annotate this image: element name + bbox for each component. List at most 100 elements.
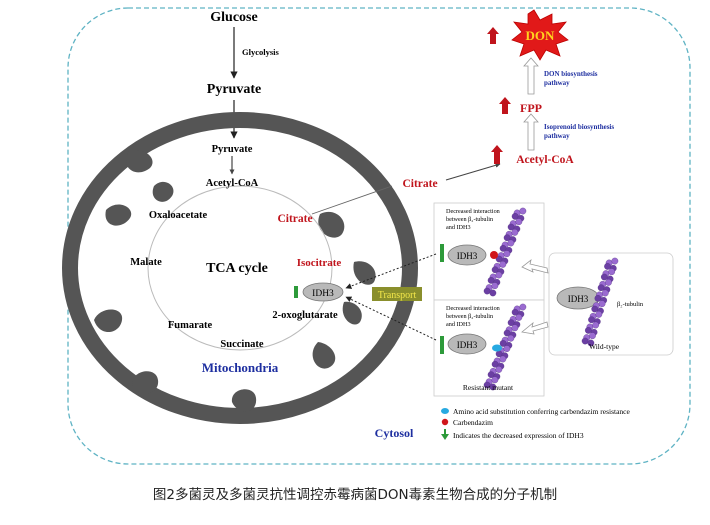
isoprenoid-line-1: Isoprenoid biosynthesis	[544, 123, 614, 131]
tubulin-bead	[519, 207, 527, 215]
transport-label: Transport	[378, 290, 417, 301]
tubulin-bead	[499, 355, 507, 363]
bottom-panel-title-line-1: Decreased interaction	[446, 305, 500, 312]
tubulin-bead	[581, 337, 589, 345]
legend-carbendazim-icon	[441, 418, 449, 426]
bottom-panel-title: Decreased interaction between β₂-tubulin…	[446, 305, 501, 328]
tubulin-bead	[487, 277, 495, 284]
don-pathway-label: DON biosynthesis pathway	[544, 70, 599, 87]
citrate-inner-label: Citrate	[277, 213, 312, 225]
isoprenoid-hollow-arrow-icon	[523, 113, 539, 151]
top-panel-title-line-3: and IDH3	[446, 224, 471, 231]
don-starburst-icon	[511, 9, 569, 61]
tubulin-bead	[600, 273, 608, 281]
don-pathway-line-1: DON biosynthesis	[544, 70, 598, 78]
top-panel-title-line-1: Decreased interaction	[446, 208, 500, 215]
bottom-green-arrow-icon	[440, 336, 444, 354]
tubulin-bead	[499, 261, 507, 268]
succinate-label: Succinate	[220, 339, 264, 350]
tubulin-bead	[483, 287, 491, 295]
tubulin-bead	[515, 218, 523, 226]
tubulin-bead	[589, 332, 596, 340]
isoprenoid-line-2: pathway	[544, 132, 570, 140]
tubulin-bead	[499, 245, 507, 252]
tubulin-bead	[597, 284, 605, 292]
tubulin-bead	[519, 303, 527, 311]
tubulin-bead	[511, 213, 519, 220]
oxaloacetate-label: Oxaloacetate	[149, 210, 208, 221]
tubulin-bead	[495, 271, 503, 279]
citrate-export-line	[311, 185, 393, 215]
idh3-center-ellipse	[302, 282, 344, 302]
fpp-up-arrow-icon	[499, 97, 511, 114]
oxoglutarate-label: 2-oxoglutarate	[272, 310, 338, 321]
tubulin-bead	[584, 327, 592, 334]
tubulin-bead	[491, 282, 499, 290]
tubulin-bead	[591, 305, 599, 313]
bottom-panel-title-line-2: between β₂-tubulin	[446, 313, 493, 320]
wild-type-label: Wild-type	[589, 342, 620, 351]
tubulin-bead	[507, 239, 515, 247]
wt-to-top-hollow-arrow-icon	[521, 258, 549, 274]
tubulin-bead	[588, 316, 595, 324]
wt-to-bottom-hollow-arrow-icon	[521, 321, 549, 335]
tubulin-bead	[503, 250, 511, 258]
fumarate-label: Fumarate	[168, 320, 213, 331]
bottom-idh3-label: IDH3	[457, 340, 478, 350]
tubulin-bead	[507, 334, 515, 342]
tubulin-bead	[605, 279, 612, 286]
tubulin-bead	[489, 289, 497, 297]
don-pathway-line-2: pathway	[544, 79, 570, 87]
don-hollow-arrow-icon	[523, 57, 539, 95]
legend-amino-acid-icon	[441, 408, 449, 414]
citrate-cytosol-label: Citrate	[402, 178, 437, 190]
isocitrate-label: Isocitrate	[297, 257, 342, 269]
wild-type-tubulin-label: β₂-tubulin	[617, 301, 644, 308]
tubulin-bead	[595, 311, 603, 318]
legend-carbendazim-text: Carbendazim	[453, 418, 493, 427]
tubulin-bead	[503, 345, 511, 352]
wild-type-panel	[548, 252, 674, 356]
acetyl-coa-up-arrow-icon	[491, 145, 503, 164]
legend-amino-acid-text: Amino acid substitution conferring carbe…	[453, 407, 630, 416]
transport-box	[372, 287, 422, 301]
tubulin-bead	[611, 257, 619, 265]
wild-type-idh3-label: IDH3	[568, 294, 589, 304]
don-label: DON	[526, 28, 556, 43]
top-idh3-ellipse	[447, 244, 487, 266]
top-panel-to-idh3-arrow	[345, 253, 437, 289]
tubulin-bead	[601, 289, 609, 297]
tubulin-bead	[587, 339, 595, 347]
tubulin-bead	[594, 295, 602, 302]
tubulin-bead	[491, 266, 499, 274]
wild-type-tubulin-filament	[581, 257, 619, 347]
mitochondria-membrane	[62, 112, 418, 424]
top-idh3-label: IDH3	[457, 251, 478, 261]
don-up-arrow-icon	[487, 27, 499, 44]
mitochondria-label: Mitochondria	[202, 360, 279, 375]
figure-caption: 图2多菌灵及多菌灵抗性调控赤霉病菌DON毒素生物合成的分子机制	[152, 487, 558, 503]
idh3-decrease-green-icon	[294, 286, 298, 298]
citrate-to-acetyl-arrow	[445, 162, 501, 181]
tubulin-bead	[608, 268, 616, 276]
tca-cycle-ring	[147, 185, 333, 351]
tubulin-bead	[598, 300, 606, 308]
cytosol-label: Cytosol	[375, 426, 414, 440]
idh3-center-label: IDH3	[312, 289, 334, 299]
tubulin-bead	[507, 223, 515, 231]
acetyl-coa-inner-label: Acetyl-CoA	[206, 178, 259, 189]
tubulin-bead	[592, 321, 600, 329]
tubulin-bead	[489, 383, 497, 391]
legend-green-down-arrow-icon	[441, 429, 449, 440]
tubulin-bead	[503, 234, 511, 242]
top-green-arrow-icon	[440, 244, 444, 262]
tubulin-bead	[511, 229, 519, 236]
tca-cycle-label: TCA cycle	[206, 261, 268, 276]
glucose-label: Glucose	[210, 10, 257, 25]
top-panel-title: Decreased interaction between β₂-tubulin…	[446, 208, 501, 231]
cytosol-border	[67, 7, 691, 465]
tubulin-bead	[515, 314, 523, 321]
top-carbendazim-icon	[490, 251, 498, 259]
bottom-panel-to-idh3-arrow	[345, 296, 437, 341]
